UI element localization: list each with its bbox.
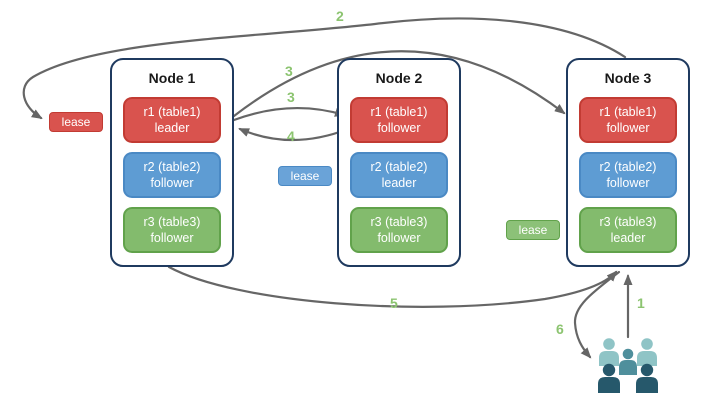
node-2-title: Node 2 xyxy=(375,70,423,86)
replica-role: leader xyxy=(154,121,190,135)
node-2: Node 2 r1 (table1) follower r2 (table2) … xyxy=(337,58,461,267)
replica-role: follower xyxy=(606,176,650,190)
users-middle-person xyxy=(619,348,637,375)
node-1-replica-r1: r1 (table1) leader xyxy=(123,97,221,143)
arrow-step-6 xyxy=(573,270,621,359)
users-front-row xyxy=(598,363,658,393)
node-1-replica-r3: r3 (table3) follower xyxy=(123,207,221,253)
users-back-row xyxy=(599,338,657,366)
step-label-3-lower: 3 xyxy=(287,89,295,105)
step-label-6: 6 xyxy=(556,321,564,337)
lease-badge-green: lease xyxy=(506,220,560,240)
arrow-step-4 xyxy=(238,127,350,142)
replica-name: r3 (table3) xyxy=(599,214,657,229)
replica-name: r1 (table1) xyxy=(370,104,428,119)
replica-name: r1 (table1) xyxy=(599,104,657,119)
node-1-replica-r2: r2 (table2) follower xyxy=(123,152,221,198)
lease-badge-blue: lease xyxy=(278,166,332,186)
arrow-step-5 xyxy=(167,265,618,308)
replica-role: leader xyxy=(381,176,417,190)
node-3: Node 3 r1 (table1) follower r2 (table2) … xyxy=(566,58,690,267)
replica-role: follower xyxy=(150,231,194,245)
users-group-icon xyxy=(598,338,658,393)
node-3-replica-r2: r2 (table2) follower xyxy=(579,152,677,198)
replica-name: r2 (table2) xyxy=(599,159,657,174)
node-2-replica-r1: r1 (table1) follower xyxy=(350,97,448,143)
node-2-replica-r2: r2 (table2) leader xyxy=(350,152,448,198)
replica-role: follower xyxy=(377,121,421,135)
node-3-title: Node 3 xyxy=(604,70,652,86)
replica-name: r1 (table1) xyxy=(143,104,201,119)
node-3-replica-r1: r1 (table1) follower xyxy=(579,97,677,143)
replica-name: r3 (table3) xyxy=(370,214,428,229)
replica-name: r2 (table2) xyxy=(143,159,201,174)
step-label-4: 4 xyxy=(287,128,295,144)
node-3-replica-r3: r3 (table3) leader xyxy=(579,207,677,253)
node-2-replica-r3: r3 (table3) follower xyxy=(350,207,448,253)
replica-role: follower xyxy=(150,176,194,190)
replica-role: follower xyxy=(606,121,650,135)
step-label-1: 1 xyxy=(637,295,645,311)
replica-name: r2 (table2) xyxy=(370,159,428,174)
node-1: Node 1 r1 (table1) leader r2 (table2) fo… xyxy=(110,58,234,267)
node-1-title: Node 1 xyxy=(148,70,196,86)
replica-role: leader xyxy=(610,231,646,245)
step-label-2: 2 xyxy=(336,8,344,24)
arrow-step-3-to-node2 xyxy=(232,106,346,122)
replica-role: follower xyxy=(377,231,421,245)
arrow-step-3-to-node3 xyxy=(232,50,566,118)
lease-badge-red: lease xyxy=(49,112,103,132)
step-label-5: 5 xyxy=(390,295,398,311)
replica-name: r3 (table3) xyxy=(143,214,201,229)
arrow-step-2 xyxy=(22,17,627,120)
step-label-3-upper: 3 xyxy=(285,63,293,79)
